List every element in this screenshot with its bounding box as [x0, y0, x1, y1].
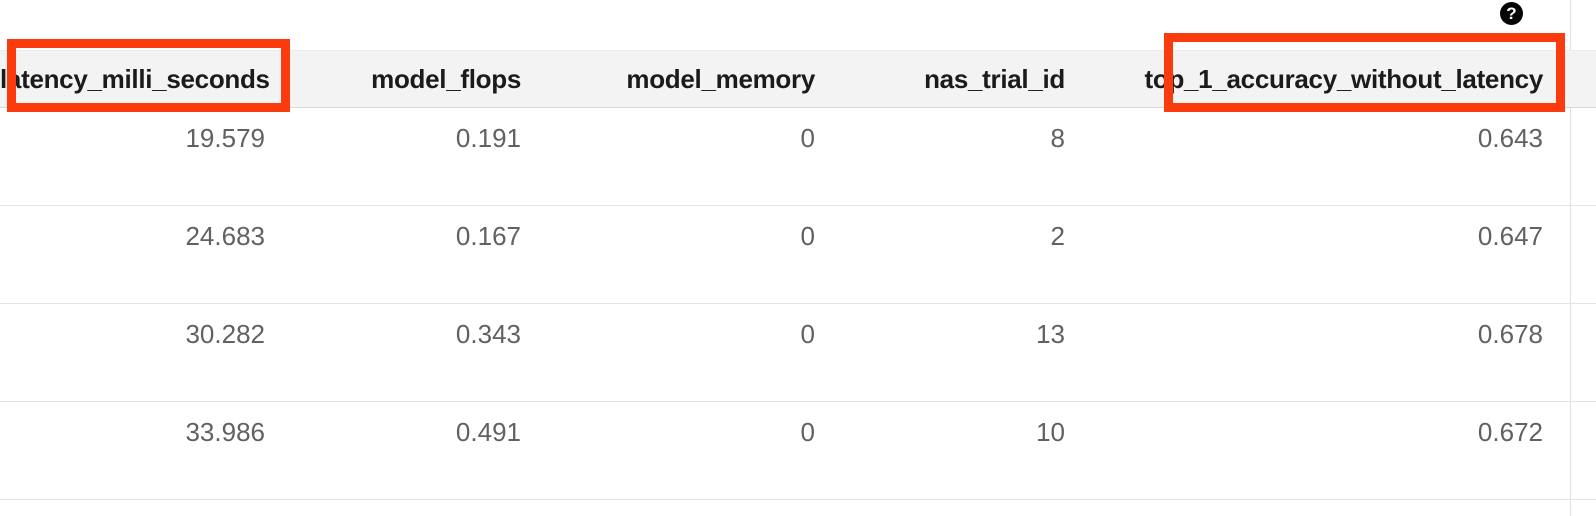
cell-model-flops: 0.191 — [455, 123, 521, 153]
cell-latency: 30.282 — [185, 319, 265, 349]
cell-model-flops: 0.491 — [455, 417, 521, 447]
table-body: 19.579 0.191 0 8 0.643 24.683 0.167 0 2 … — [0, 108, 1596, 500]
column-header-nas-trial-id[interactable]: nas_trial_id — [924, 64, 1065, 94]
cell-top-1-accuracy: 0.647 — [1477, 221, 1543, 251]
table-row: 24.683 0.167 0 2 0.647 — [0, 206, 1596, 304]
cell-latency: 19.579 — [185, 123, 265, 153]
cell-top-1-accuracy: 0.672 — [1477, 417, 1543, 447]
table-row: 19.579 0.191 0 8 0.643 — [0, 108, 1596, 206]
table-row: 30.282 0.343 0 13 0.678 — [0, 304, 1596, 402]
cell-model-memory: 0 — [800, 221, 815, 251]
cell-nas-trial-id: 13 — [1036, 319, 1065, 349]
cell-model-flops: 0.167 — [455, 221, 521, 251]
column-header-model-flops[interactable]: model_flops — [371, 64, 521, 94]
cell-latency: 33.986 — [185, 417, 265, 447]
cell-nas-trial-id: 2 — [1050, 221, 1065, 251]
cell-nas-trial-id: 10 — [1036, 417, 1065, 447]
column-header-top-1-accuracy-without-latency[interactable]: top_1_accuracy_without_latency — [1144, 64, 1544, 94]
cell-nas-trial-id: 8 — [1050, 123, 1065, 153]
column-separator-line — [1570, 0, 1571, 516]
cell-top-1-accuracy: 0.678 — [1477, 319, 1543, 349]
column-header-latency-milli-seconds[interactable]: latency_milli_seconds — [0, 64, 270, 94]
cell-top-1-accuracy: 0.643 — [1477, 123, 1543, 153]
cell-model-memory: 0 — [800, 319, 815, 349]
table-header-row: latency_milli_seconds model_flops model_… — [0, 50, 1596, 108]
cell-model-memory: 0 — [800, 123, 815, 153]
cell-latency: 24.683 — [185, 221, 265, 251]
column-header-model-memory[interactable]: model_memory — [626, 64, 815, 94]
cell-model-flops: 0.343 — [455, 319, 521, 349]
cell-model-memory: 0 — [800, 417, 815, 447]
table-row: 33.986 0.491 0 10 0.672 — [0, 402, 1596, 500]
help-icon[interactable]: ? — [1500, 2, 1523, 25]
